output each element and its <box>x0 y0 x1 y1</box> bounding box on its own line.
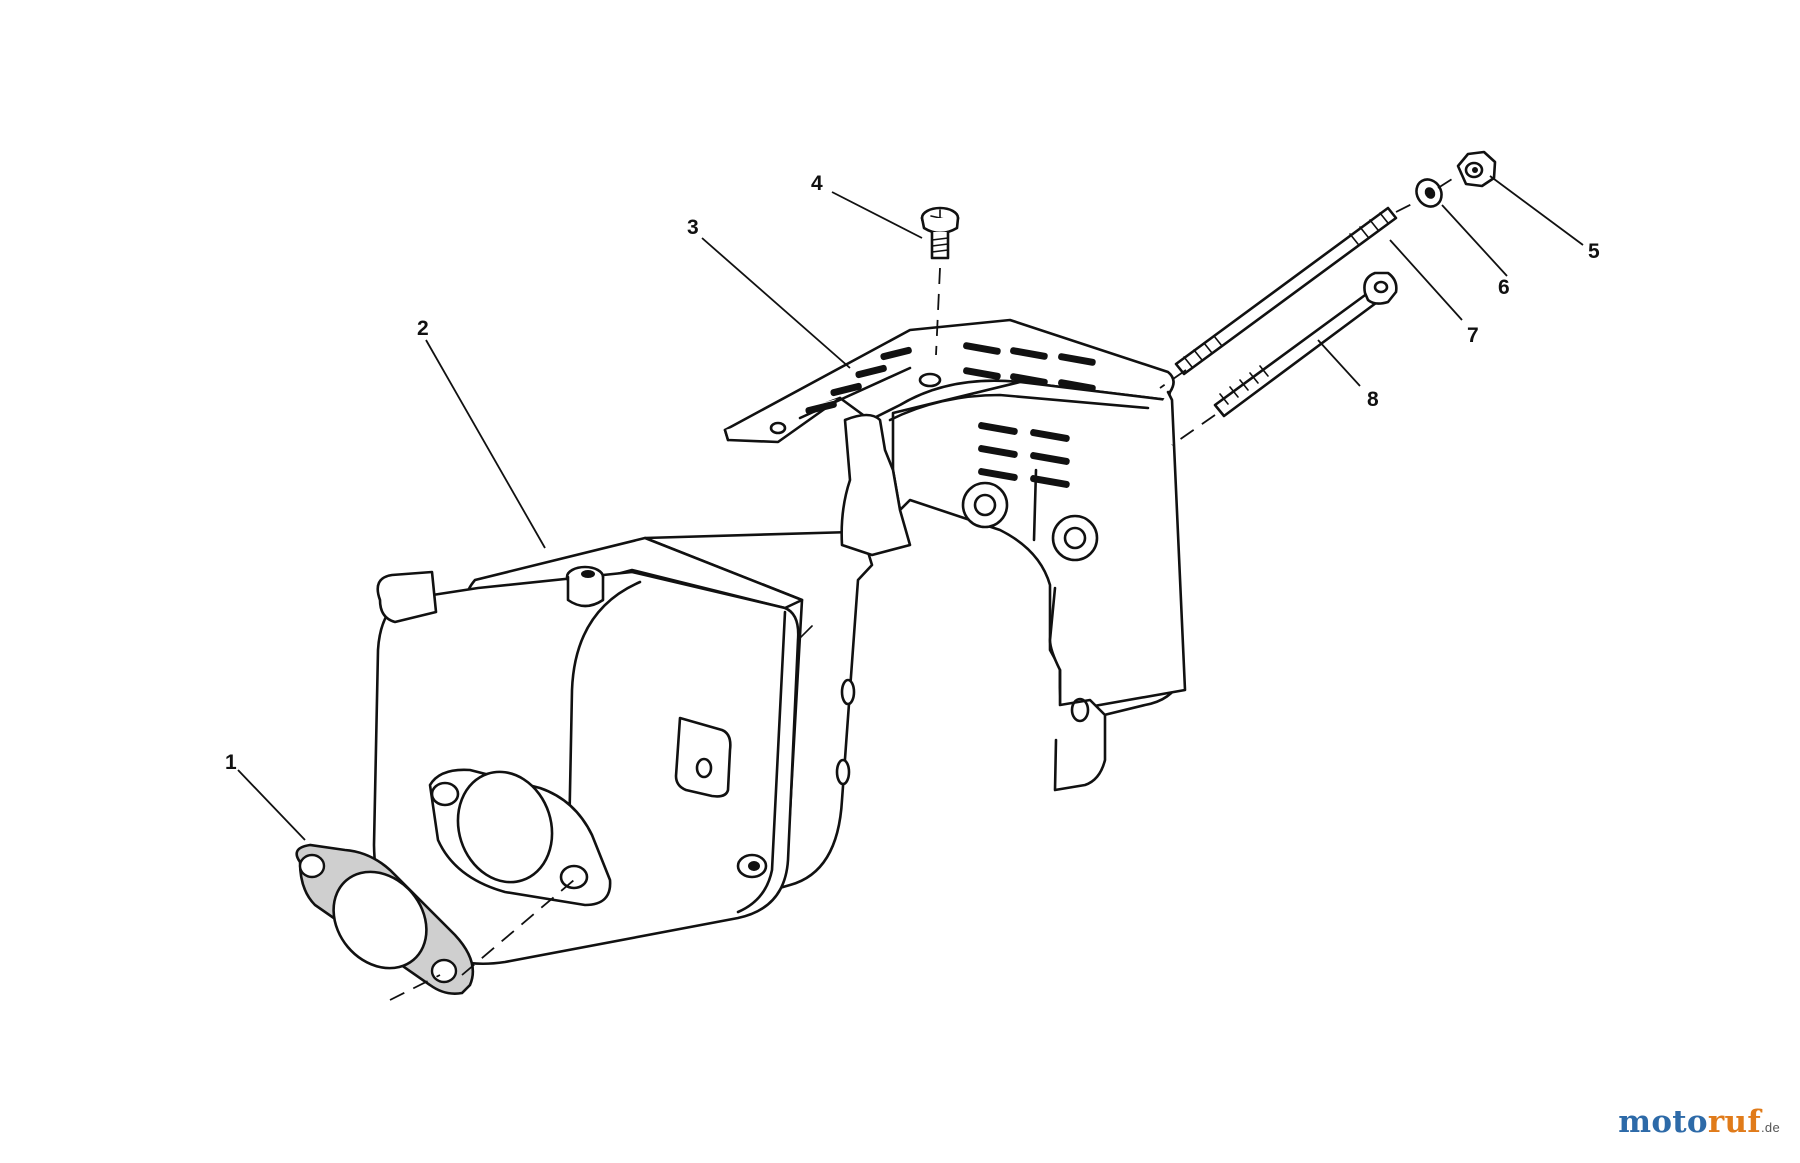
callout-6: 6 <box>1498 276 1510 299</box>
part-nut <box>1456 150 1497 188</box>
callout-7: 7 <box>1467 324 1479 347</box>
part-stud <box>1174 206 1398 376</box>
watermark-tld: .de <box>1761 1120 1780 1135</box>
assembly-lines <box>389 173 1461 1001</box>
leader-7 <box>1389 239 1463 321</box>
callout-2: 2 <box>417 317 429 340</box>
part-muffler-body <box>372 530 874 966</box>
part-gasket <box>295 843 475 995</box>
leader-3 <box>701 237 851 369</box>
callout-4: 4 <box>811 172 823 195</box>
leader-4 <box>831 191 923 239</box>
leader-5 <box>1489 175 1584 246</box>
callout-3: 3 <box>687 216 699 239</box>
callout-5: 5 <box>1588 240 1600 263</box>
shield-top-vents <box>805 342 1096 415</box>
leader-6 <box>1441 204 1508 277</box>
part-lock-washer <box>1415 178 1443 208</box>
shield-front-vents <box>978 422 1070 542</box>
part-screw <box>920 206 960 260</box>
part-bolt <box>1213 271 1398 418</box>
leader-1 <box>237 769 306 841</box>
part-heat-shield <box>723 318 1187 792</box>
leader-8 <box>1317 339 1361 387</box>
watermark-part-b: ruf <box>1707 1104 1762 1140</box>
callout-1: 1 <box>225 751 237 774</box>
site-watermark: motoruf.de <box>1618 1104 1780 1140</box>
callout-leaders <box>237 175 1584 841</box>
callout-8: 8 <box>1367 388 1379 411</box>
callout-labels: 1 2 3 4 5 6 7 8 <box>225 172 1600 774</box>
leader-2 <box>425 339 546 549</box>
watermark-part-a: moto <box>1618 1104 1708 1140</box>
